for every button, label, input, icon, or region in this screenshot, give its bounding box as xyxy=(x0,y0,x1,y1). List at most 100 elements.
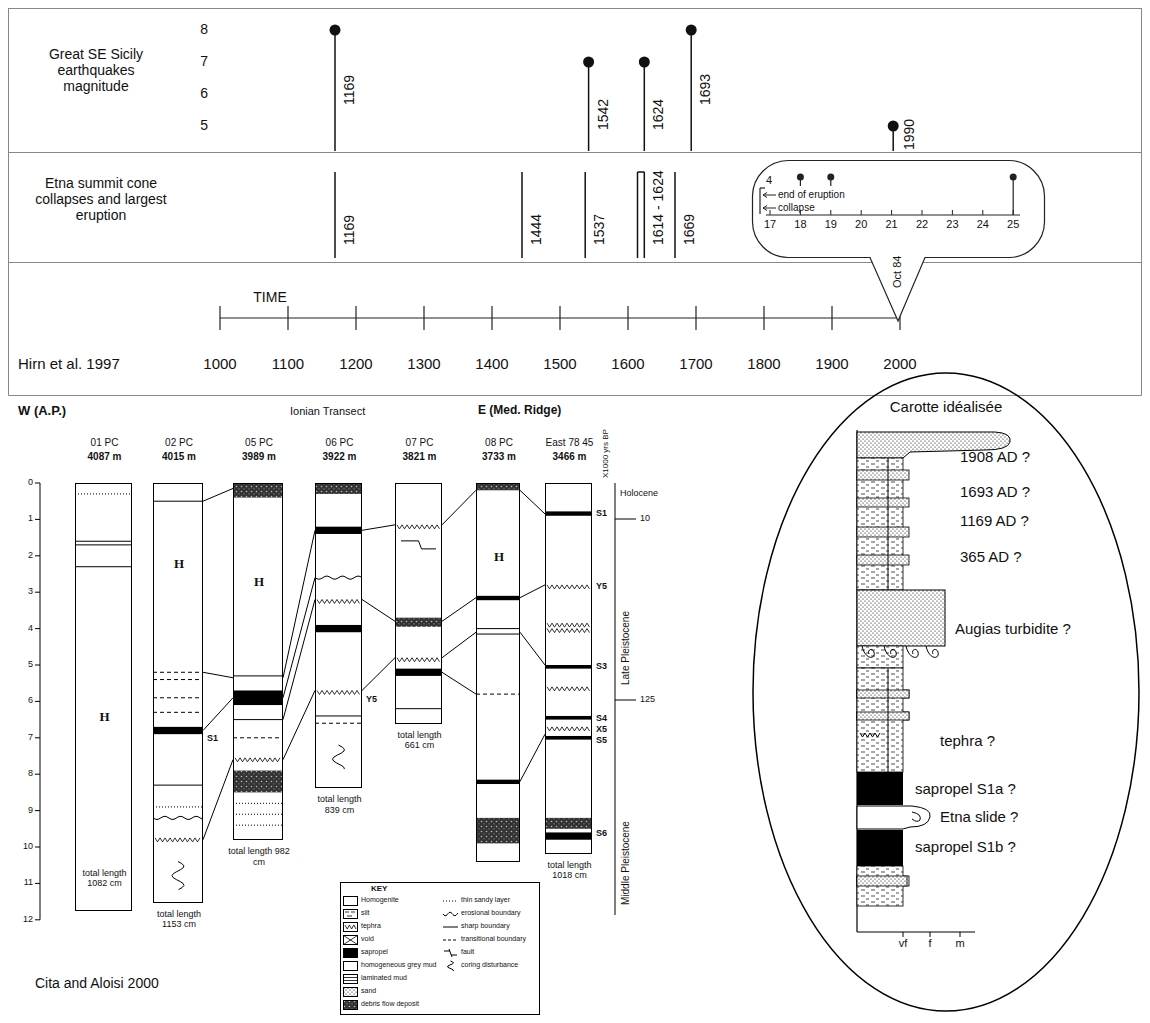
core-column: 02 PC4015 mHS1total length 1153 cm xyxy=(153,483,203,903)
pointer-arrow xyxy=(763,193,776,198)
core-annotation: 1693 AD ? xyxy=(960,483,1030,500)
grain-size-tick xyxy=(903,932,904,937)
core-label: 4015 m xyxy=(162,451,196,463)
sharp-boundary xyxy=(476,628,520,629)
core-layers xyxy=(233,483,283,825)
pointer-arrow xyxy=(763,206,776,211)
core-annotation: sapropel S1b ? xyxy=(915,838,1016,855)
core-label: total length 1153 cm xyxy=(148,909,210,930)
core-annotation: sapropel S1a ? xyxy=(915,780,1016,797)
earthquake-year: 1693 xyxy=(697,74,713,105)
magnitude-dot xyxy=(888,121,899,132)
depth-value: 3 xyxy=(28,586,33,596)
correlation-line xyxy=(520,632,545,665)
legend-text: homogeneous grey mud xyxy=(361,961,437,969)
time-tick xyxy=(763,306,764,330)
sharp-boundary xyxy=(75,566,132,567)
year-tick-label: 1800 xyxy=(747,355,780,372)
collapse-bracket xyxy=(760,187,765,188)
sharp-boundary xyxy=(233,719,283,720)
core-label: 3989 m xyxy=(242,451,276,463)
slide-fold xyxy=(912,812,920,821)
depth-value: 12 xyxy=(23,914,33,924)
debris-flow-layer xyxy=(476,818,520,843)
core-annotation: Etna slide ? xyxy=(940,808,1018,825)
sample-box xyxy=(344,962,358,971)
day-tick xyxy=(830,210,831,215)
core-annotation: 365 AD ? xyxy=(960,548,1022,565)
day-tick xyxy=(922,210,923,215)
tephra-layer xyxy=(547,687,590,691)
rule-line xyxy=(347,916,352,917)
coring-disturbance xyxy=(172,862,184,890)
magnitude-dot xyxy=(583,57,594,68)
year-tick-label: 1100 xyxy=(272,355,304,372)
magnitude-value: 6 xyxy=(200,85,208,101)
legend-item: coring disturbance xyxy=(443,961,444,971)
legend-text: Homogenite xyxy=(361,896,399,904)
sharp-boundary xyxy=(153,501,203,502)
magnitude-value: 8 xyxy=(200,21,208,37)
legend-sample xyxy=(443,961,458,971)
magnitude-stem xyxy=(334,30,336,151)
core-label: 06 PC xyxy=(326,437,354,449)
epoch-name: Holocene xyxy=(620,488,658,498)
sapropel-layer xyxy=(233,690,283,705)
sample-box xyxy=(344,923,358,932)
rule-line xyxy=(443,940,458,941)
eruption-line xyxy=(644,172,646,258)
flame-structure xyxy=(906,646,918,657)
epoch-name: Middle Pleistocene xyxy=(620,821,632,905)
depth-tick xyxy=(35,665,40,666)
core-annotation: 1169 AD ? xyxy=(960,512,1029,529)
collapse-bracket xyxy=(759,188,760,214)
depth-value: 7 xyxy=(28,732,33,742)
year-tick-label: 1600 xyxy=(611,355,644,372)
earthquake-year: 1542 xyxy=(595,99,611,130)
sharp-boundary xyxy=(75,541,132,542)
core-label: S1 xyxy=(207,733,218,743)
transitional-boundary xyxy=(153,697,203,698)
grain-size-curve xyxy=(888,458,889,590)
transect-title: Ionian Transect xyxy=(290,405,365,418)
year-tick-label: 2000 xyxy=(883,355,916,372)
sapropel-layer xyxy=(857,830,903,866)
time-tick xyxy=(287,306,288,330)
key-heading: KEY xyxy=(371,884,387,893)
callout-text: 18 xyxy=(794,218,806,231)
depth-value: 4 xyxy=(28,623,33,633)
core-label: 08 PC xyxy=(485,437,513,449)
core-label: X5 xyxy=(596,724,607,734)
debris-flow-layer xyxy=(233,771,283,793)
tephra-layer xyxy=(317,599,360,603)
core-column: 08 PC3733 mH xyxy=(476,483,520,862)
year-tick-label: 1500 xyxy=(543,355,576,372)
epoch-name: Late Pleistocene xyxy=(620,611,632,685)
callout-bubble: 4end of eruptioncollapse1718192021222324… xyxy=(752,160,1045,322)
thin-sandy-layer xyxy=(233,803,283,804)
grain-size-curve xyxy=(888,668,889,772)
correlation-line xyxy=(362,599,395,621)
core-label: 3466 m xyxy=(553,451,587,463)
event-dot xyxy=(1010,174,1017,181)
grain-size-tick xyxy=(960,932,961,937)
eruption-year: 1444 xyxy=(528,214,544,245)
thin-sandy-layer xyxy=(233,814,283,815)
core-layers xyxy=(476,483,520,843)
sapropel-layer xyxy=(315,527,362,534)
ellipse-outline xyxy=(752,372,1140,1012)
depth-tick xyxy=(35,519,40,520)
debris-flow-layer xyxy=(476,483,520,490)
transitional-boundary xyxy=(476,694,520,695)
legend-sample xyxy=(443,909,458,919)
rule-line xyxy=(345,912,349,913)
sand-bed xyxy=(857,527,909,537)
legend-sample xyxy=(343,961,358,971)
earthquake-year: 1169 xyxy=(341,75,357,105)
axis-title: TIME xyxy=(253,289,286,305)
core-layers xyxy=(75,494,132,567)
callout-text: 23 xyxy=(946,218,958,231)
callout-text: collapse xyxy=(778,202,815,214)
core-label: East 78 45 xyxy=(546,437,594,449)
legend-sample xyxy=(443,948,458,958)
